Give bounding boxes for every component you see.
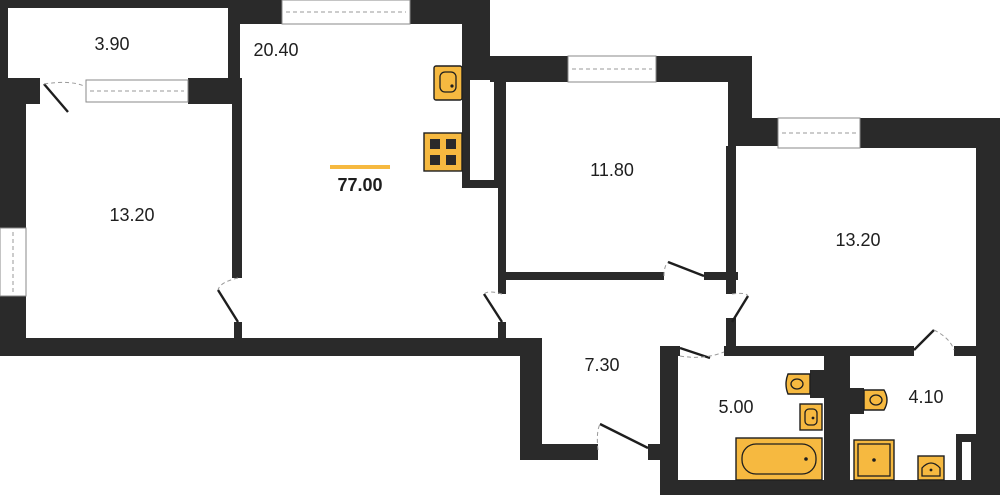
kitchen-sink-icon [433,65,463,101]
wall [954,346,1000,356]
room-area-toilet: 4.10 [908,387,943,407]
door [596,422,649,451]
wall [232,78,242,278]
door [216,277,240,323]
window [777,117,861,149]
wall [498,82,506,294]
washbasin-icon [917,455,945,481]
shower-icon [853,439,895,481]
wall [0,338,540,356]
wall [660,346,680,356]
bathtub-icon [735,437,823,481]
washbasin-icon [799,403,823,431]
windows [0,0,861,297]
room-area-bedroom-middle: 11.80 [590,160,634,180]
wall [498,322,506,344]
wall [976,118,1000,495]
wall [0,78,40,104]
wall [234,322,242,342]
wall [490,56,568,82]
wall [726,318,736,354]
wall [462,180,502,188]
door [482,291,504,323]
doors [43,81,955,451]
wall [462,72,470,188]
wall [0,0,240,78]
stove-icon [423,132,463,172]
balcony-window [85,79,189,103]
wall [498,272,664,280]
wall [728,118,778,146]
wall [726,146,736,294]
window [0,227,27,297]
wall [188,78,240,104]
room-area-balcony: 3.90 [94,34,129,54]
room-area-bathroom: 5.00 [718,397,753,417]
door [679,346,725,360]
wall [724,346,914,356]
wall [830,356,844,480]
wall [660,480,1000,495]
room-area-living-kitchen: 20.40 [253,40,298,60]
toilet-icon [850,388,888,414]
total-area: 77.00 [337,175,382,195]
wall [520,338,542,458]
wall [660,346,678,495]
wall [520,444,598,460]
room-area-bedroom-right: 13.20 [835,230,880,250]
room-area-hallway: 7.30 [584,355,619,375]
door [730,292,750,323]
door [663,260,705,278]
toilet-icon [785,370,824,398]
wall [232,0,282,24]
total-area-bar [330,165,390,169]
wall [704,272,738,280]
window [281,0,411,25]
window [567,55,657,83]
door [913,329,955,351]
door [43,81,85,113]
room-area-bedroom-left: 13.20 [109,205,154,225]
